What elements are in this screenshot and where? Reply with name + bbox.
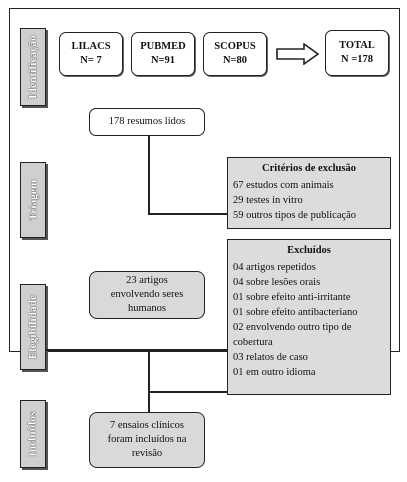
stage-included: Incluídos: [20, 400, 46, 468]
excluded-item: 03 relatos de caso: [233, 352, 308, 363]
stage-included-label: Incluídos: [27, 411, 39, 457]
included-line: 7 ensaios clínicos: [109, 420, 185, 431]
database-name: LILACS: [71, 41, 111, 52]
database-count: N=80: [222, 55, 248, 66]
included-studies-box: 7 ensaios clínicos foram incluídos na re…: [89, 412, 205, 468]
database-count: N=91: [150, 55, 176, 66]
exclusion-item: 67 estudos com animais: [233, 180, 334, 191]
total-count: N =178: [341, 54, 373, 65]
abstracts-read-box: 178 resumos lidos: [89, 108, 205, 136]
eligible-articles-box: 23 artigos envolvendo seres humanos: [89, 271, 205, 319]
total-label: TOTAL: [339, 40, 375, 51]
excluded-item: 01 em outro idioma: [233, 367, 316, 378]
connector-to-exclusion: [148, 213, 228, 215]
excluded-title: Excluídos: [287, 245, 331, 256]
database-pubmed: PUBMED N=91: [131, 32, 195, 76]
connector-read-down: [148, 135, 150, 214]
excluded-item: cobertura: [233, 337, 273, 348]
eligible-articles-line: humanos: [128, 303, 166, 314]
exclusion-criteria-box: Critérios de exclusão 67 estudos com ani…: [227, 157, 391, 229]
stage-eligibility: Elegibilidade: [20, 284, 46, 370]
connector-to-excluded: [148, 391, 228, 393]
right-arrow-icon: [276, 43, 320, 65]
connector-eligibility-down: [148, 349, 150, 413]
eligible-articles-line: envolvendo seres: [110, 289, 184, 300]
database-name: PUBMED: [140, 41, 186, 52]
database-lilacs: LILACS N= 7: [59, 32, 123, 76]
exclusion-criteria-title: Critérios de exclusão: [262, 163, 356, 174]
excluded-item: 02 envolvendo outro tipo de: [233, 322, 352, 333]
stage-identification-label: Identificação: [27, 35, 40, 99]
database-name: SCOPUS: [214, 41, 256, 52]
excluded-item: 04 sobre lesões orais: [233, 277, 321, 288]
exclusion-item: 29 testes in vitro: [233, 195, 303, 206]
included-line: revisão: [131, 448, 163, 459]
abstracts-read-text: 178 resumos lidos: [108, 116, 186, 127]
exclusion-item: 59 outros tipos de publicação: [233, 210, 357, 221]
included-line: foram incluídos na: [107, 434, 187, 445]
stage-screening: Triagem: [20, 162, 46, 238]
excluded-item: 01 sobre efeito anti-irritante: [233, 292, 351, 303]
excluded-item: 04 artigos repetidos: [233, 262, 316, 273]
connector-eligibility-left: [46, 349, 228, 351]
stage-screening-label: Triagem: [27, 179, 39, 221]
eligible-articles-line: 23 artigos: [126, 275, 168, 286]
database-count: N= 7: [80, 55, 102, 66]
total-box: TOTAL N =178: [325, 30, 389, 76]
database-scopus: SCOPUS N=80: [203, 32, 267, 76]
stage-identification: Identificação: [20, 28, 46, 106]
excluded-item: 01 sobre efeito antibacteriano: [233, 307, 358, 318]
stage-eligibility-label: Elegibilidade: [27, 294, 39, 360]
excluded-box: Excluídos 04 artigos repetidos 04 sobre …: [227, 239, 391, 395]
